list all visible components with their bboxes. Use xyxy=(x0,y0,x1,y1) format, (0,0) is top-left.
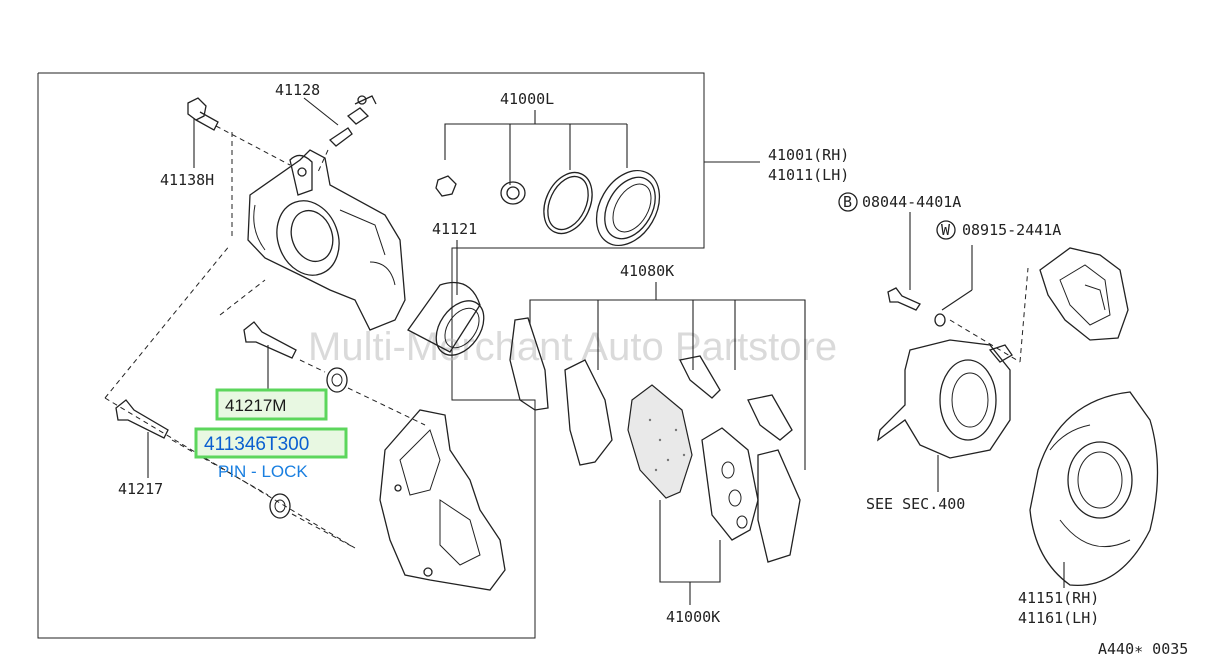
seal-kit xyxy=(435,110,661,247)
guide-pin xyxy=(104,244,356,549)
lock-pin xyxy=(243,321,426,426)
highlight-411346t300-text: 411346T300 xyxy=(204,434,309,455)
assembly-frame xyxy=(37,72,760,639)
label-41151-rh: 41151(RH) xyxy=(1018,589,1099,607)
highlight-41217m-text: 41217M xyxy=(225,396,286,415)
brake-pads xyxy=(627,384,759,605)
highlight-41217m[interactable]: 41217M xyxy=(215,388,328,421)
guide-bolt xyxy=(187,97,291,240)
watermark-text: Multi-Merchant Auto Partstore xyxy=(308,325,837,369)
washer-letter: W xyxy=(941,221,951,239)
label-08044-4401a: 08044-4401A xyxy=(862,193,961,211)
piston xyxy=(407,240,485,356)
bleeder-screw xyxy=(303,95,377,173)
label-08915-2441a: 08915-2441A xyxy=(962,221,1061,239)
label-41011-lh: 41011(LH) xyxy=(768,166,849,184)
steering-knuckle xyxy=(877,267,1029,492)
reference-code: A440∗ 0035 xyxy=(1098,640,1188,658)
highlight-411346t300[interactable]: 411346T300 xyxy=(194,427,348,459)
caliper-body xyxy=(247,149,406,331)
caliper-reference xyxy=(1039,247,1129,341)
bolt-letter: B xyxy=(843,193,852,211)
label-41121: 41121 xyxy=(432,220,477,238)
label-41161-lh: 41161(LH) xyxy=(1018,609,1099,627)
label-41000k: 41000K xyxy=(666,608,720,626)
splash-shield xyxy=(1029,391,1159,588)
pad-hardware-kit xyxy=(509,282,806,563)
label-41080k: 41080K xyxy=(620,262,674,280)
caliper-bracket xyxy=(379,409,506,591)
label-41138h: 41138H xyxy=(160,171,214,189)
label-41217: 41217 xyxy=(118,480,163,498)
label-41128: 41128 xyxy=(275,81,320,99)
part-description: PIN - LOCK xyxy=(218,462,308,481)
label-41001-rh: 41001(RH) xyxy=(768,146,849,164)
label-41000l: 41000L xyxy=(500,90,554,108)
mounting-bolt-washer: B W xyxy=(838,192,973,327)
label-see-sec-400: SEE SEC.400 xyxy=(866,495,965,513)
